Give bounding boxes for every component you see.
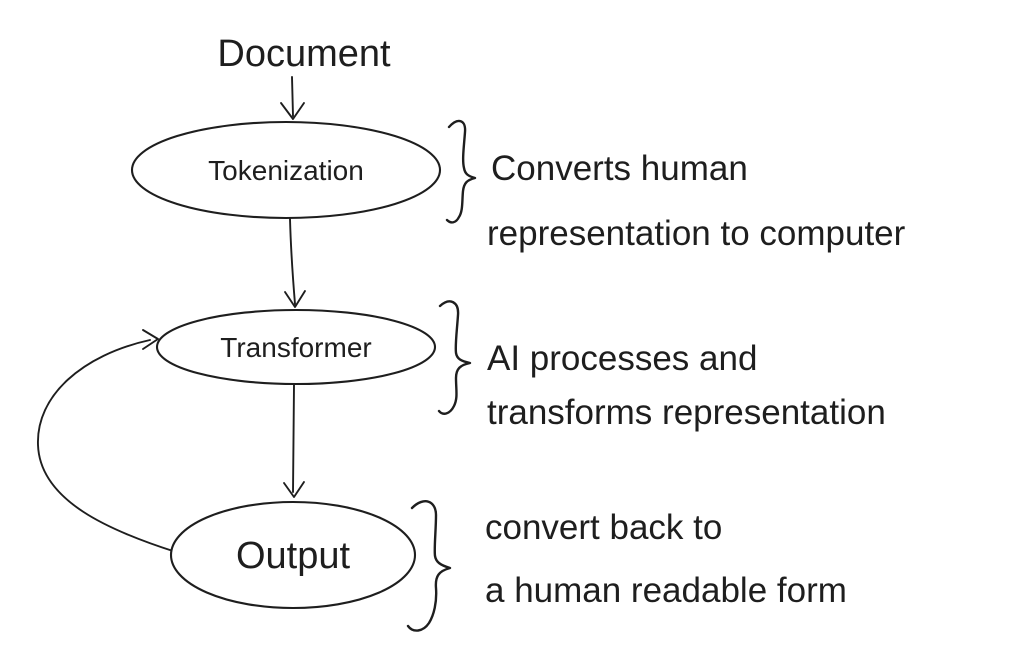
annotation-tokenization: Converts human representation to compute… xyxy=(487,149,906,253)
loop-line xyxy=(37,339,177,553)
annotation-line: AI processes and xyxy=(487,339,757,378)
transformer-label: Transformer xyxy=(220,332,371,363)
output-label: Output xyxy=(236,535,351,577)
arrowhead-right-icon xyxy=(142,329,159,350)
annotation-line: a human readable form xyxy=(485,571,847,610)
output-brace xyxy=(406,500,452,632)
arrow-line xyxy=(289,218,296,305)
arrowhead-down-icon xyxy=(280,102,305,120)
tokenization-ellipse xyxy=(130,120,442,220)
arrow-line xyxy=(291,76,294,117)
arrow-tokenization-to-transformer xyxy=(284,218,306,308)
document-label: Document xyxy=(217,33,391,75)
annotation-output: convert back to a human readable form xyxy=(485,508,847,610)
annotation-line: transforms representation xyxy=(487,393,886,432)
arrow-document-to-tokenization xyxy=(280,76,305,120)
annotation-line: convert back to xyxy=(485,508,722,547)
tokenization-brace xyxy=(445,119,477,224)
output-ellipse xyxy=(169,500,417,610)
node-transformer: Transformer xyxy=(155,308,437,386)
transformer-brace xyxy=(437,300,472,415)
loop-output-to-transformer xyxy=(37,329,177,553)
annotation-line: Converts human xyxy=(491,149,748,188)
annotation-line: representation to computer xyxy=(487,214,906,253)
node-output: Output xyxy=(169,500,417,610)
arrow-line xyxy=(292,384,295,493)
transformer-ellipse xyxy=(155,308,437,386)
node-tokenization: Tokenization xyxy=(130,120,442,220)
annotation-transformer: AI processes and transforms representati… xyxy=(487,339,886,432)
tokenization-label: Tokenization xyxy=(208,155,364,186)
arrowhead-down-icon xyxy=(283,481,305,498)
arrowhead-down-icon xyxy=(284,290,306,308)
arrow-transformer-to-output xyxy=(283,384,305,498)
